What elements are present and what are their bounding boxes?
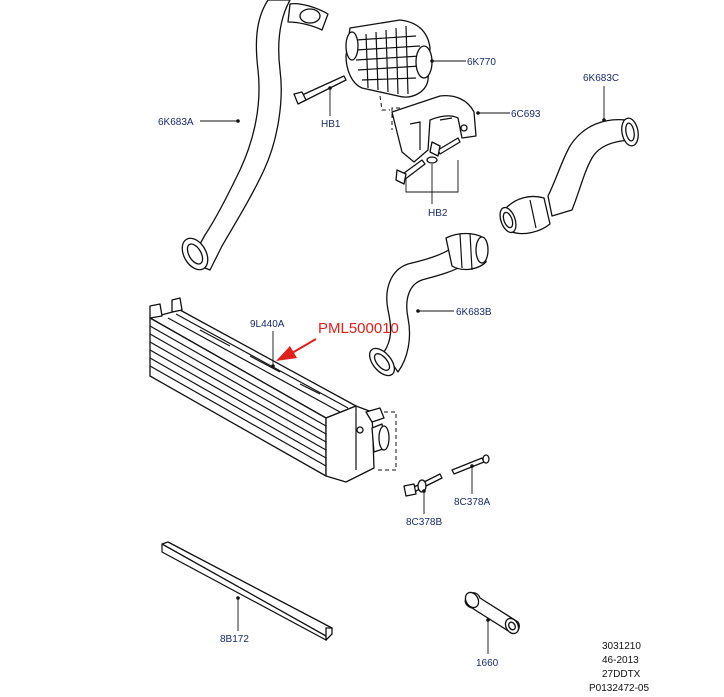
leader-dot-hb1 xyxy=(328,86,332,90)
footer-ref-2: 46-2013 xyxy=(602,655,639,666)
label-hb2: HB2 xyxy=(428,208,448,219)
leader-dot-8c378a xyxy=(470,464,474,468)
label-6c693: 6C693 xyxy=(511,109,541,120)
label-8c378b: 8C378B xyxy=(406,517,442,528)
bracket-6c693 xyxy=(391,94,477,163)
resonator-6k770 xyxy=(345,19,433,111)
intercooler-9l440a xyxy=(149,297,397,483)
bolt-8c378b xyxy=(403,473,443,497)
leader-dot-1660 xyxy=(486,618,490,622)
annotation-part-number: PML500010 xyxy=(318,320,399,337)
leader-dot-6k683b xyxy=(416,309,420,313)
label-6k770: 6K770 xyxy=(467,57,496,68)
hose-6k683a xyxy=(181,0,329,271)
hose-6k683b xyxy=(368,232,489,377)
label-8c378a: 8C378A xyxy=(454,497,490,508)
leader-dot-6k683c xyxy=(602,118,606,122)
bolts-hb2 xyxy=(395,137,461,193)
leader-dot-8b172 xyxy=(236,596,240,600)
label-hb1: HB1 xyxy=(321,119,341,130)
label-6k683b: 6K683B xyxy=(456,307,492,318)
label-6k683c: 6K683C xyxy=(583,73,619,84)
annotation-arrow xyxy=(276,338,317,361)
label-9l440a: 9L440A xyxy=(250,319,285,330)
label-6k683a: 6K683A xyxy=(158,117,194,128)
sleeve-1660 xyxy=(464,591,520,635)
footer-ref-4: P0132472-05 xyxy=(589,683,649,694)
footer-ref-1: 3031210 xyxy=(602,641,641,652)
leader-dot-6c693 xyxy=(476,111,480,115)
hose-6k683c xyxy=(499,117,639,235)
bolt-hb1 xyxy=(293,75,347,105)
pin-8c378a xyxy=(451,454,490,475)
label-8b172: 8B172 xyxy=(220,634,249,645)
leader-dot-6k770 xyxy=(430,59,434,63)
strip-8b172 xyxy=(161,541,333,642)
footer-ref-3: 27DDTX xyxy=(602,669,641,680)
leader-dot-6k683a xyxy=(236,119,240,123)
label-1660: 1660 xyxy=(476,658,499,669)
leader-dot-8c378b xyxy=(422,489,426,493)
leader-dot-9l440a xyxy=(271,364,275,368)
